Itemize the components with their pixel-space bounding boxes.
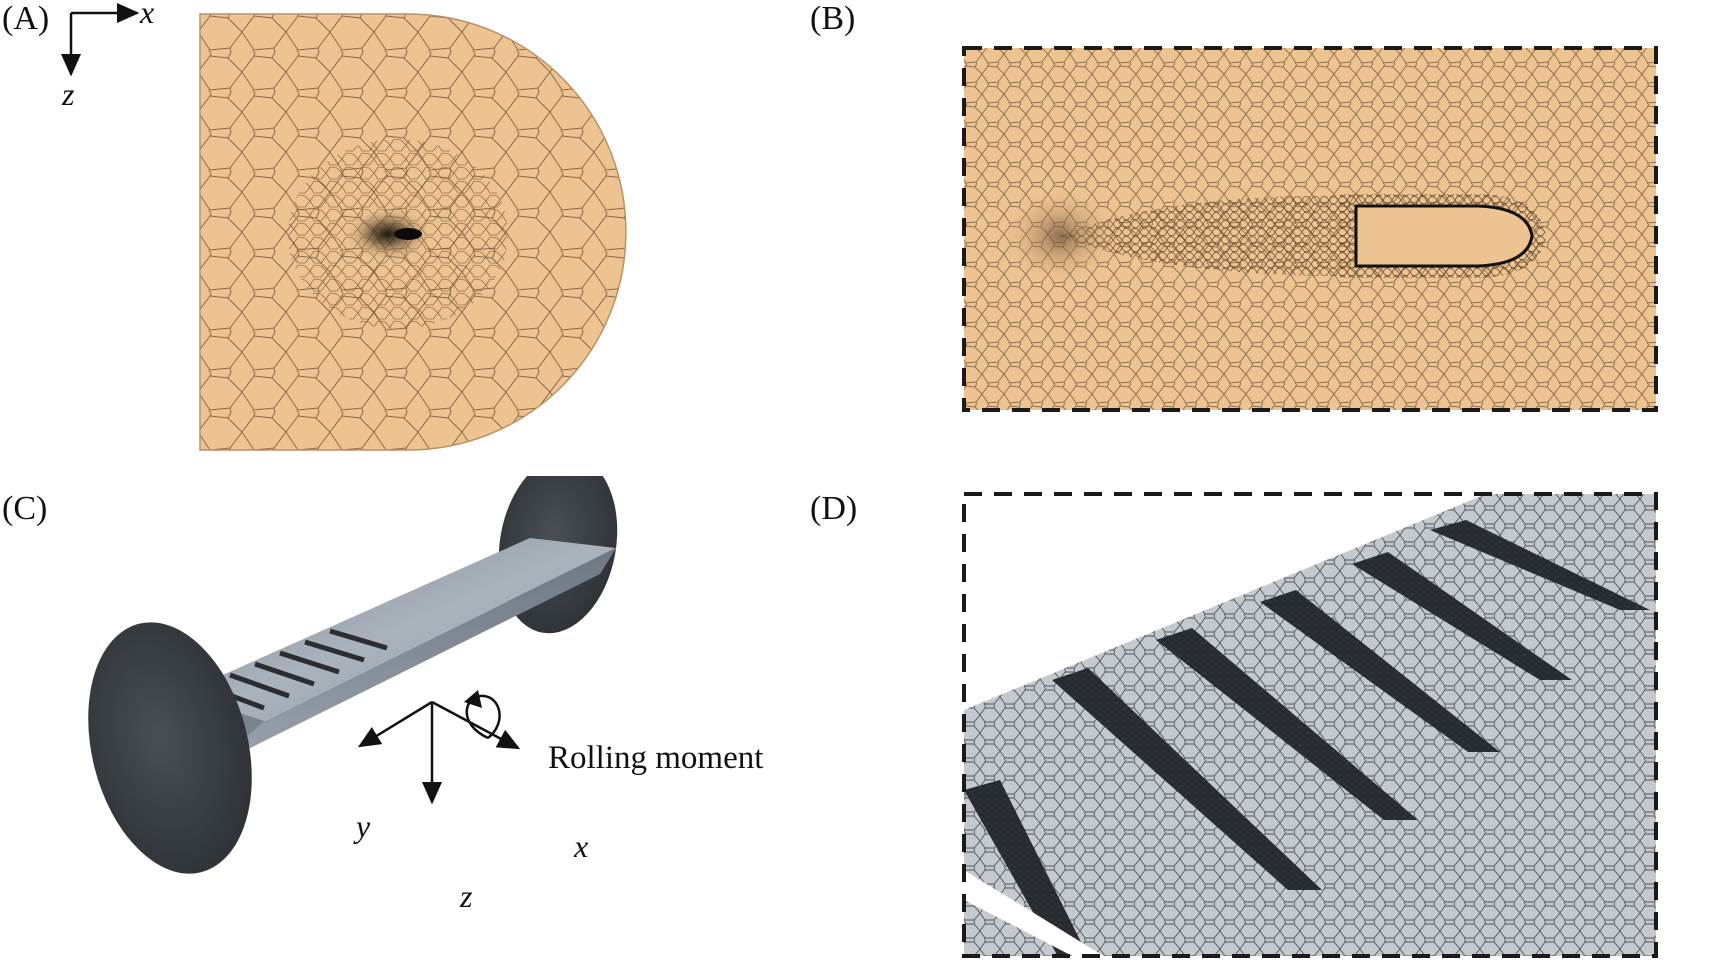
panel-c-label: (C): [2, 490, 48, 527]
panel-c-z-label: z: [460, 878, 473, 914]
panel-a-mesh-domain: [199, 13, 627, 451]
rolling-moment-arrow: [465, 694, 501, 740]
panel-c-axes: [357, 690, 521, 805]
panel-c-y-label: y: [356, 808, 371, 844]
panel-a-label: (A): [2, 0, 50, 37]
panel-a-x-label: x: [140, 0, 155, 30]
rolling-moment-label: Rolling moment: [548, 740, 764, 776]
wing-underside: [210, 548, 616, 768]
panel-a-axes: [61, 3, 140, 77]
panel-b-mesh-zoom: [962, 46, 1658, 412]
panel-c-x-label: x: [574, 828, 589, 864]
surface-slots: [964, 520, 1650, 956]
end-plate-left: [88, 622, 252, 874]
panel-d-slot-zoom: [962, 492, 1658, 958]
panel-b-label: (B): [810, 0, 856, 37]
panel-d-label: (D): [810, 490, 858, 527]
airfoil-body-section: [1354, 204, 1534, 268]
panel-a-z-label: z: [62, 76, 75, 112]
panel-c-3d-model: [88, 476, 618, 874]
